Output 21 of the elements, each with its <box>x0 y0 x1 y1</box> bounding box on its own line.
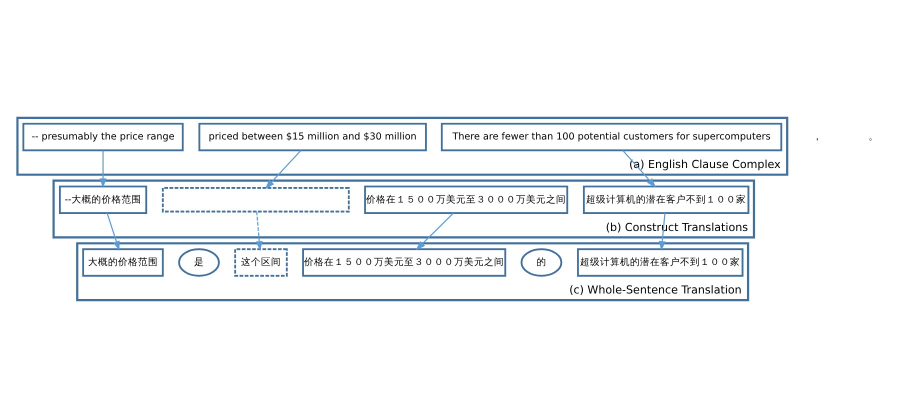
label: ， <box>812 131 822 142</box>
node-box: 超级计算机的潜在客户不到１００家 <box>577 248 744 276</box>
node-box: -- presumably the price range <box>22 122 184 151</box>
node-box: 大概的价格范围 <box>82 248 164 276</box>
arrow <box>256 211 263 250</box>
node-ellipse: 的 <box>520 248 562 276</box>
node-ellipse: 是 <box>178 248 220 276</box>
node-box: 超级计算机的潜在客户不到１００家 <box>582 185 750 214</box>
node-box: 价格在１５００万美元至３０００万美元之间 <box>364 185 568 214</box>
arrow <box>265 150 302 189</box>
arrow <box>416 212 454 250</box>
node-box: 价格在１５００万美元至３０００万美元之间 <box>302 248 506 276</box>
node-box <box>162 186 350 212</box>
arrow <box>106 212 120 250</box>
node-box: priced between $15 million and $30 million <box>198 122 427 151</box>
arrow <box>100 150 106 188</box>
node-box: There are fewer than 100 potential customers for supercomputers <box>440 122 782 151</box>
label: 。 <box>868 131 879 142</box>
node-box: 这个区间 <box>234 248 288 276</box>
node-box: --大概的价格范围 <box>58 185 148 214</box>
arrow <box>622 150 656 188</box>
